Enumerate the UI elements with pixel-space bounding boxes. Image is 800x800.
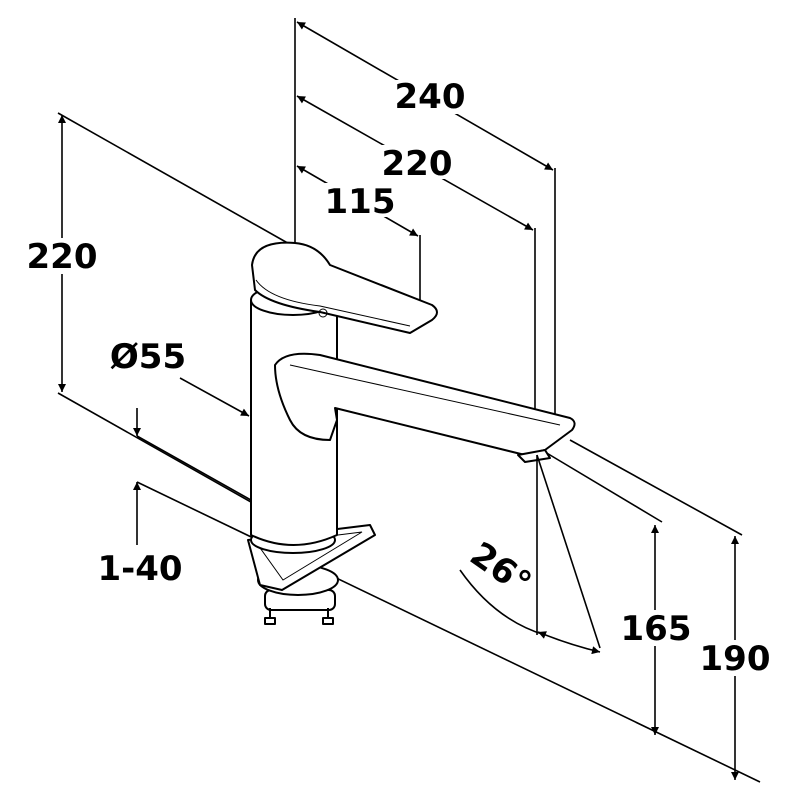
dim-165-label: 165: [621, 609, 692, 649]
dim-diameter-leader: [179, 377, 250, 417]
dim-190-label: 190: [700, 639, 771, 679]
dim-220-label: 220: [382, 144, 453, 184]
faucet: [247, 241, 576, 625]
dim-angle-label: 26°: [463, 534, 539, 604]
dim-diameter-label: Ø55: [110, 337, 186, 377]
dim-240-label: 240: [395, 77, 466, 117]
dim-angle-arc: [537, 631, 601, 655]
dim-115-label: 115: [325, 182, 396, 222]
dim-deck-label: 1-40: [97, 549, 182, 589]
dim-height-220-label: 220: [27, 237, 98, 277]
